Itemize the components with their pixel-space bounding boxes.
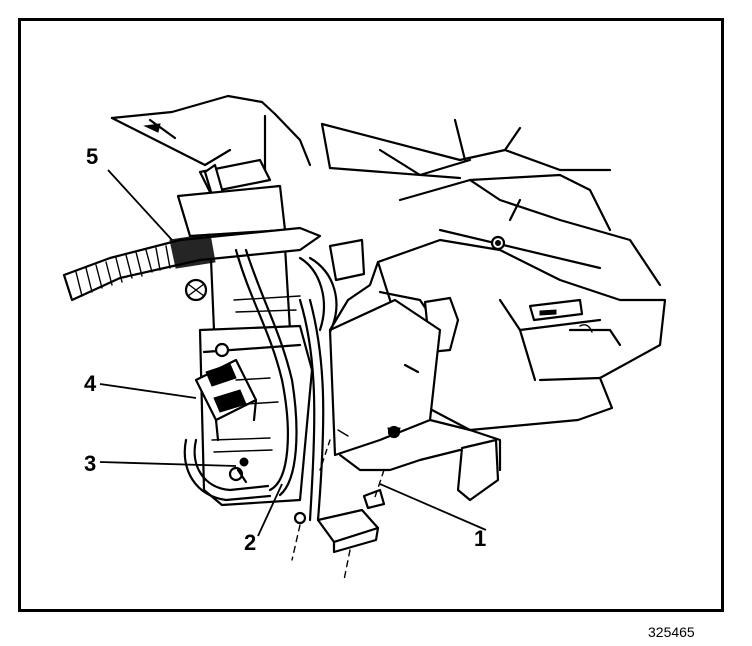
leader-2: [257, 483, 283, 537]
corrugated-harness-conduit: [62, 226, 322, 302]
figure-reference-number: 325465: [648, 624, 695, 640]
hvac-module-housing: [328, 238, 667, 502]
instrument-panel-upper: [320, 118, 662, 287]
relay-connector-block: [194, 358, 279, 442]
callout-2: 2: [244, 530, 257, 555]
callout-4: 4: [84, 371, 97, 396]
leader-lines: [99, 169, 487, 537]
diagram-frame: [18, 18, 724, 612]
callout-1: 1: [474, 526, 487, 551]
upper-cowl-panel: [110, 94, 312, 172]
callout-3: 3: [84, 451, 97, 476]
leader-3: [99, 461, 237, 467]
mounting-bracket: [176, 158, 314, 507]
leader-4: [99, 383, 197, 399]
lower-connector: [291, 429, 386, 581]
callout-5: 5: [86, 144, 99, 169]
lower-harness-loop: [183, 437, 273, 502]
wiring-harness: [233, 238, 366, 522]
leader-5: [107, 169, 173, 241]
leader-1: [379, 483, 487, 531]
